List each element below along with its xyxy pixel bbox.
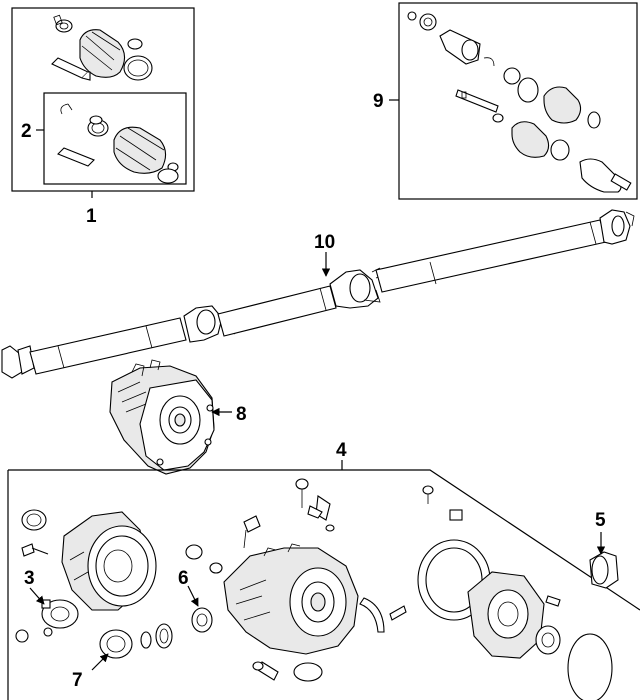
callout-4: 4 — [336, 440, 347, 461]
callout-10: 10 — [314, 232, 335, 253]
callout-2: 2 — [21, 121, 32, 142]
callout-9: 9 — [373, 91, 384, 112]
callout-1: 1 — [86, 206, 97, 227]
rear-cover-parts — [417, 485, 613, 700]
inner-boot-kit-box — [43, 92, 187, 185]
callout-3-leader — [29, 587, 45, 605]
mount-bushing — [589, 551, 619, 589]
bearing-parts — [185, 544, 223, 633]
callout-3: 3 — [24, 568, 35, 589]
differential-box — [8, 469, 640, 611]
lower-boot-kit-parts — [57, 103, 179, 184]
callout-6: 6 — [178, 568, 189, 589]
differential-group: 4 — [7, 440, 640, 700]
front-cover-parts — [15, 509, 173, 659]
differential-carrier — [223, 478, 407, 682]
callout-7-leader — [91, 653, 109, 671]
callout-6-leader — [187, 585, 199, 607]
boot-kit-group: 2 1 — [11, 7, 195, 227]
callout-7: 7 — [72, 670, 83, 691]
upper-boot-kit-parts — [51, 14, 153, 81]
axle-box — [398, 2, 638, 200]
boot-kit-box — [11, 7, 195, 192]
transfer-assembly — [109, 359, 215, 475]
propeller-shaft — [1, 209, 635, 379]
axle-parts — [407, 11, 632, 193]
axle-group: 9 — [373, 2, 638, 200]
callout-5: 5 — [595, 510, 606, 531]
callout-8: 8 — [236, 404, 247, 425]
